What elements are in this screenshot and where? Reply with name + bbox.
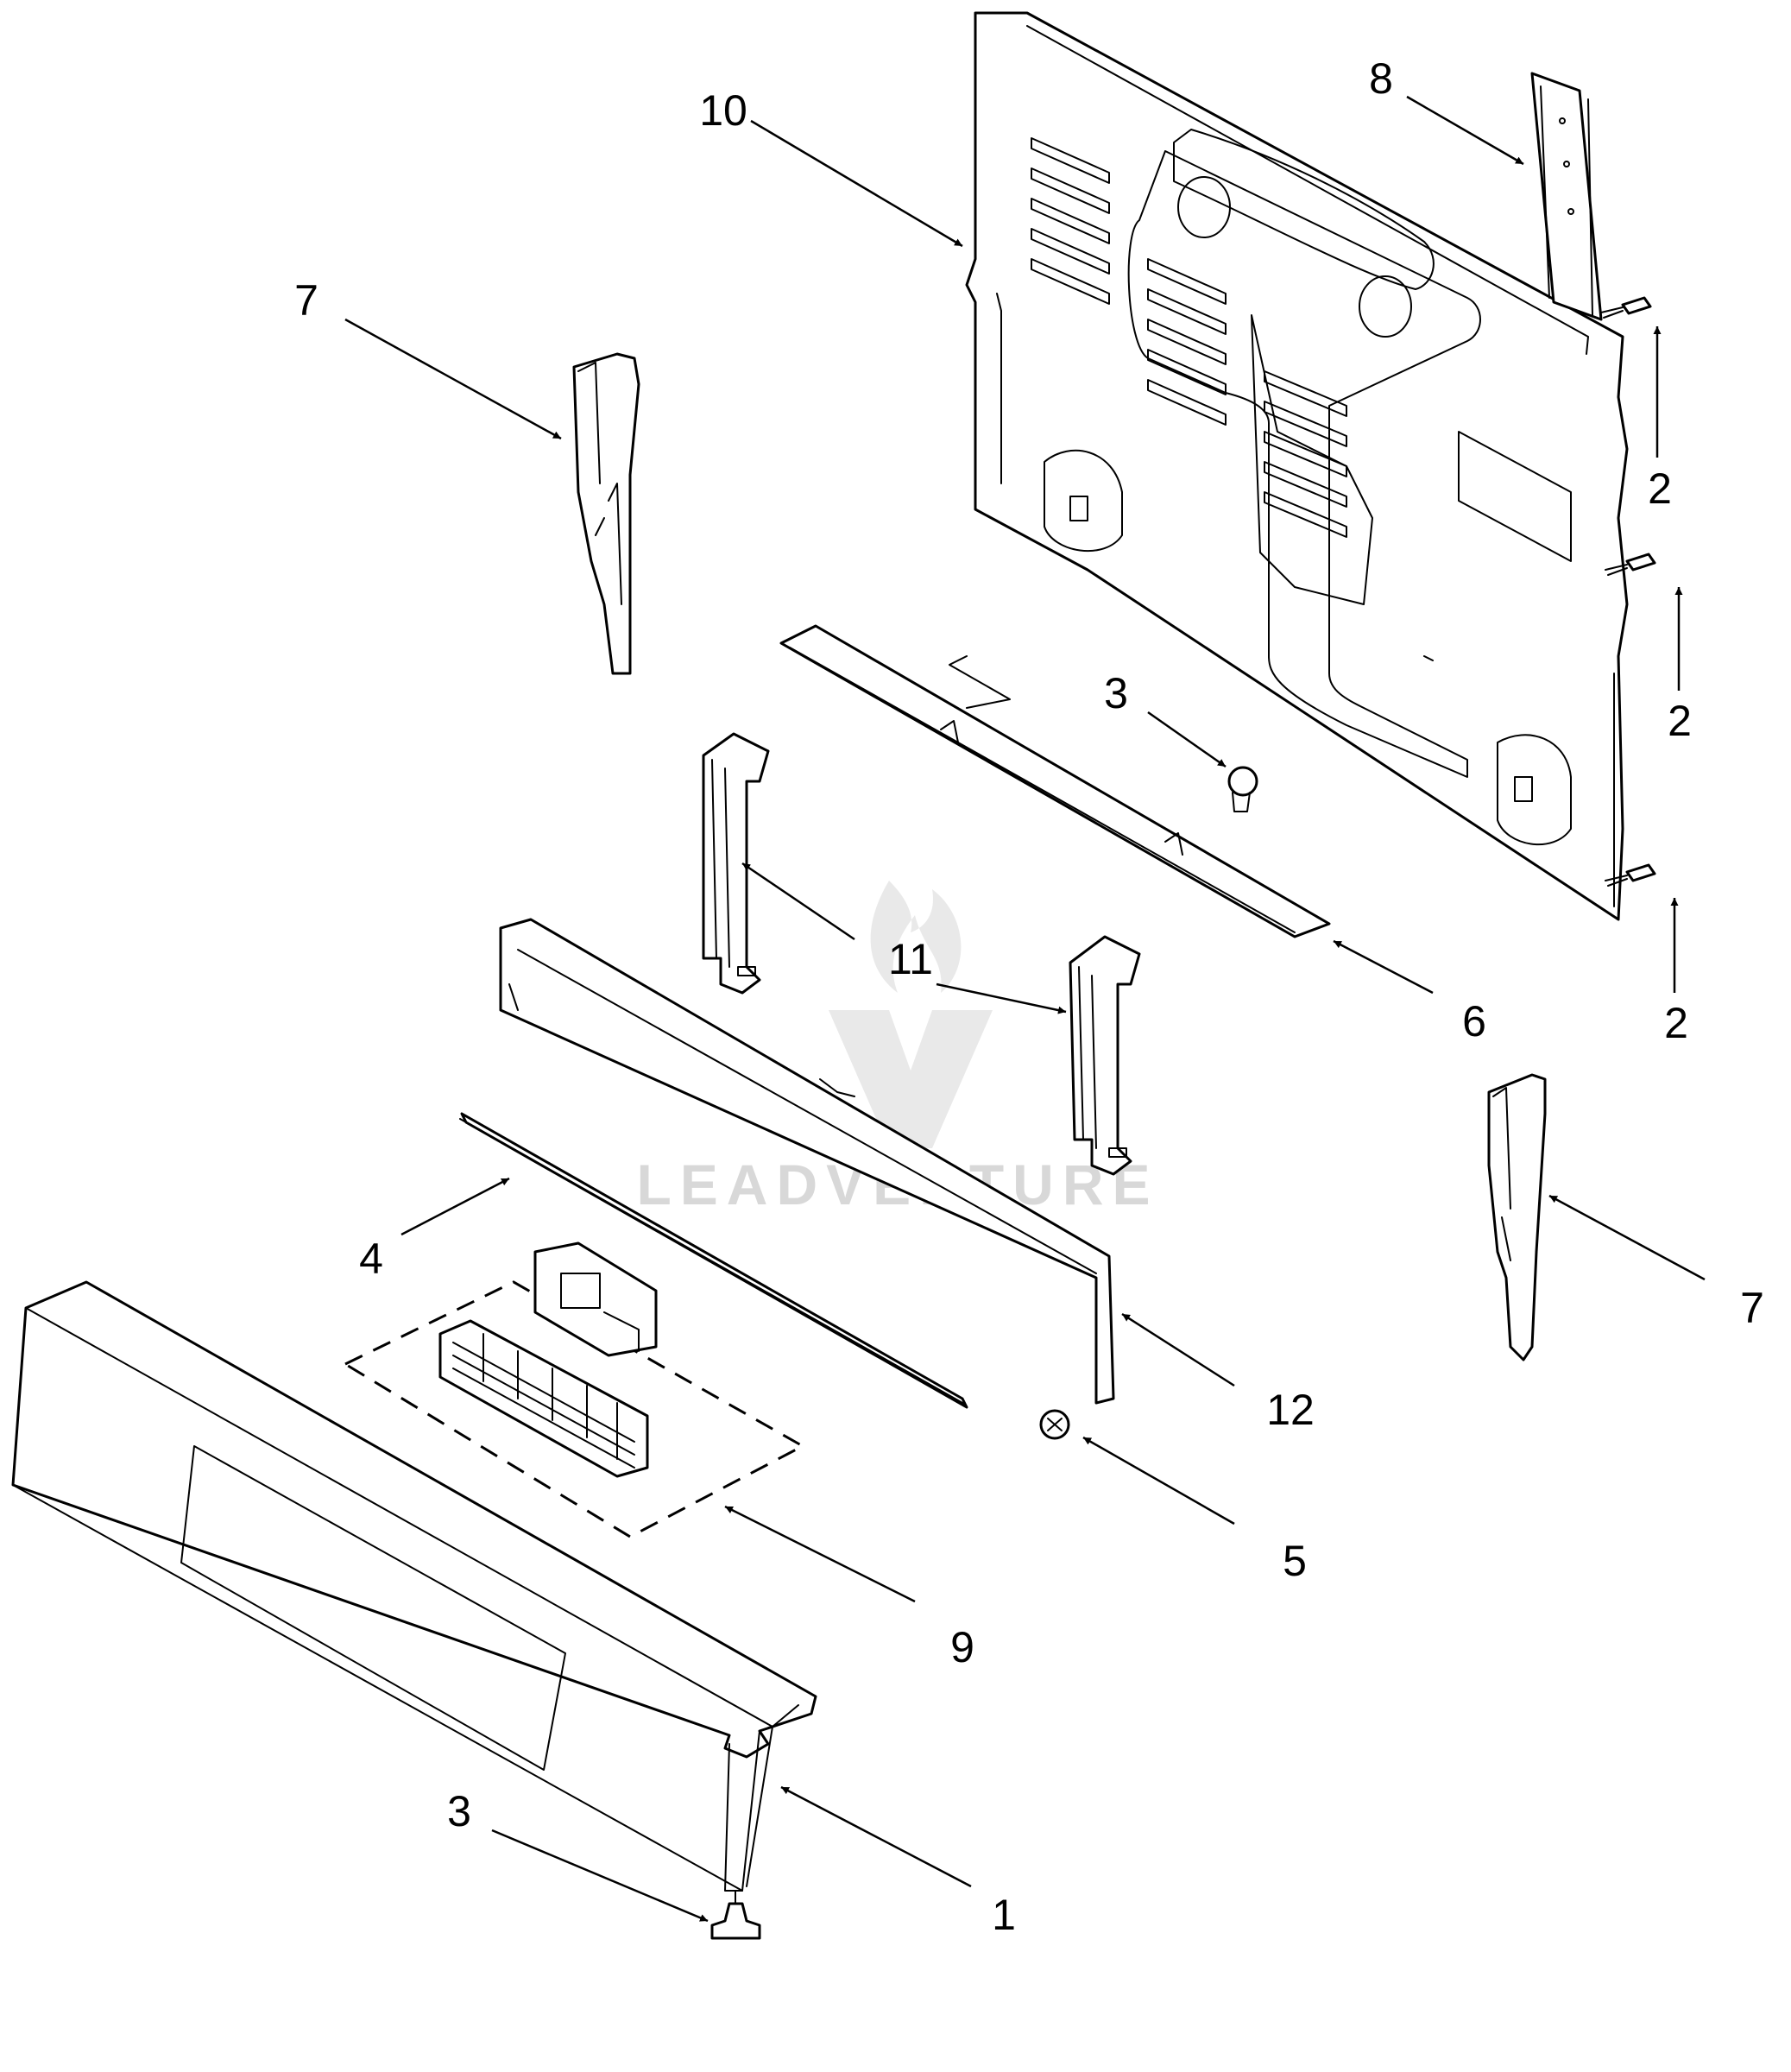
leader-lines (344, 95, 1706, 1923)
trim-strip-part (459, 1112, 968, 1409)
callout-9: 9 (950, 1623, 974, 1671)
leader-9 (724, 1505, 916, 1603)
leader-11b (936, 982, 1067, 1014)
side-bracket-right-part (1487, 1073, 1547, 1361)
callout-12: 12 (1266, 1386, 1315, 1434)
leader-1 (780, 1785, 972, 1888)
side-bracket-left-part (572, 352, 640, 675)
watermark-v-logo-icon (829, 1010, 993, 1148)
leader-7a (344, 318, 562, 440)
leader-5 (1082, 1436, 1235, 1526)
back-panel-part (965, 11, 1629, 921)
control-board-part (342, 1241, 806, 1538)
leader-8 (1406, 95, 1524, 166)
callout-11: 11 (888, 935, 933, 983)
screw-part-2c (1605, 863, 1656, 887)
leader-12 (1121, 1312, 1235, 1387)
leader-10 (750, 119, 963, 248)
watermark-flame-icon (870, 881, 962, 993)
callout-3a: 3 (1104, 669, 1128, 717)
vertical-bracket-right-part (1069, 935, 1141, 1176)
leader-7b (1548, 1194, 1706, 1281)
screw-part-3b (710, 1890, 761, 1940)
screw-part-2a (1600, 296, 1652, 319)
mounting-rail-part (779, 624, 1331, 938)
callout-8: 8 (1369, 54, 1393, 103)
callout-5: 5 (1283, 1537, 1307, 1585)
rear-bracket-part (1530, 72, 1603, 321)
leader-4 (400, 1177, 510, 1236)
callout-7b: 7 (1740, 1284, 1764, 1332)
keypad-grid (452, 1333, 635, 1469)
leader-6 (1333, 939, 1434, 995)
leader-3b (491, 1829, 709, 1923)
vent-slots (1031, 137, 1347, 538)
callout-3b: 3 (447, 1787, 471, 1835)
vertical-bracket-left-part (702, 732, 770, 995)
callout-1: 1 (992, 1891, 1016, 1939)
callout-7a: 7 (294, 276, 318, 325)
callout-2b: 2 (1668, 697, 1692, 745)
callout-6: 6 (1462, 997, 1486, 1045)
leader-3a (1147, 711, 1227, 768)
screw-part-2b (1605, 553, 1656, 576)
callout-labels: 10 8 7 2 2 2 3 11 6 7 4 12 5 9 3 1 (294, 54, 1764, 1939)
backguard-panel-part (499, 918, 1115, 1405)
screw-part-5 (1039, 1409, 1070, 1440)
callout-4: 4 (359, 1235, 383, 1283)
callout-10: 10 (699, 86, 747, 135)
callout-2c: 2 (1664, 999, 1688, 1047)
control-panel-part (11, 1280, 817, 1892)
screw-part-3a (1227, 766, 1258, 812)
callout-2a: 2 (1648, 464, 1672, 513)
leader-11a (741, 862, 855, 941)
